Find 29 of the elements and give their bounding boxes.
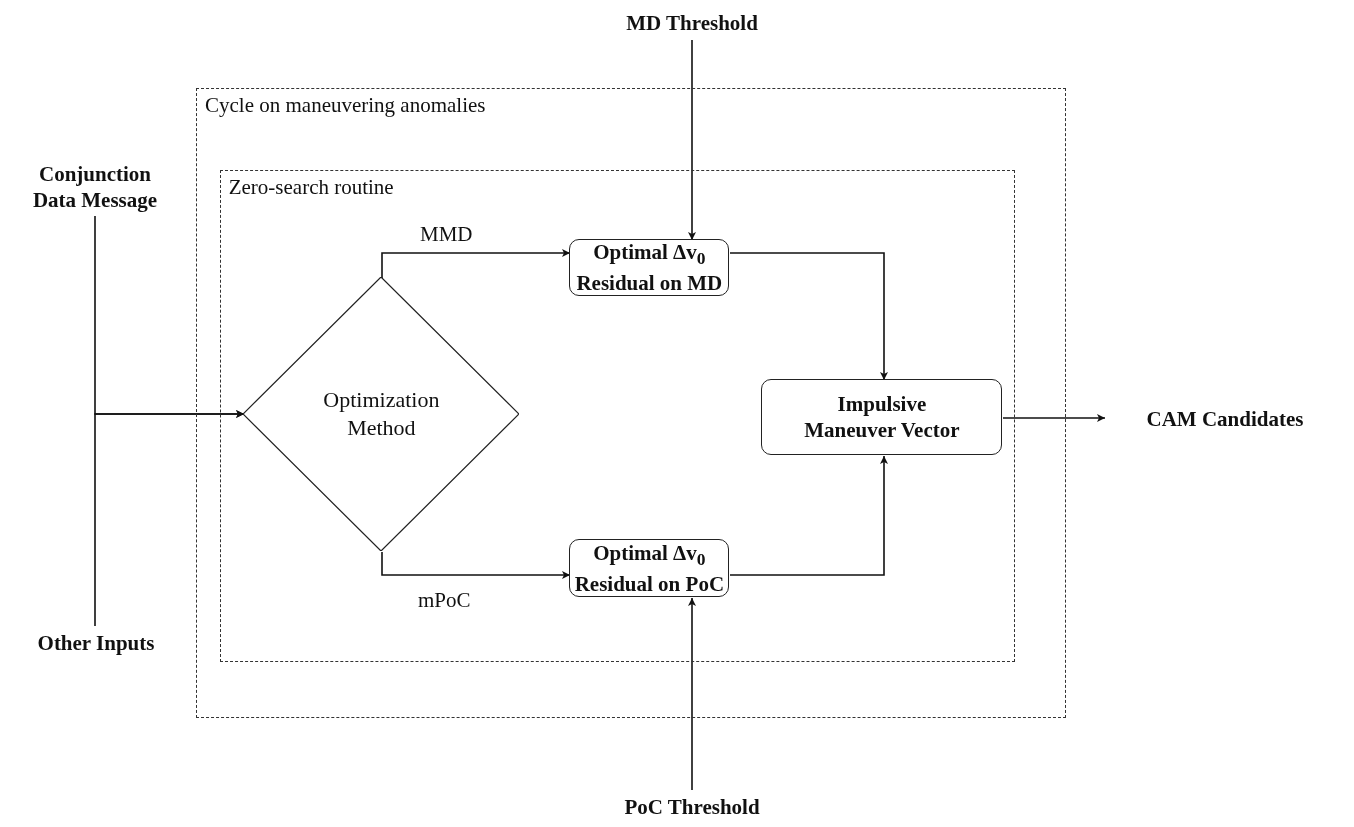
io-label: MD Threshold <box>626 9 758 37</box>
arrow <box>94 410 245 627</box>
process-box <box>569 539 730 598</box>
process-box <box>569 239 730 297</box>
dashed-group-frame <box>219 169 1015 662</box>
group-title: Zero-search routine <box>228 174 394 199</box>
decision-text: Optimization Method <box>322 385 441 443</box>
io-label: PoC Threshold <box>624 793 760 821</box>
box-text: Residual on PoC <box>574 570 725 598</box>
process-box <box>761 379 1003 456</box>
arrow <box>381 551 571 579</box>
dashed-group-frame <box>196 88 1066 718</box>
arrow <box>381 249 571 279</box>
arrow <box>1002 414 1106 422</box>
box-text: Residual on MD <box>576 270 723 297</box>
arrow <box>688 597 696 791</box>
box-text: Impulsive Maneuver Vector <box>803 391 961 444</box>
edge-label: mPoC <box>418 588 471 613</box>
io-label: CAM Candidates <box>1146 405 1304 433</box>
arrow <box>729 252 888 381</box>
box-text: Optimal Δv$_{0}$ <box>593 539 706 571</box>
box-text: Optimal Δv$_{0}$ <box>593 239 706 271</box>
group-title: Cycle on maneuvering anomalies <box>205 93 486 117</box>
arrow <box>688 39 696 241</box>
io-label: Conjunction Data Message <box>31 160 159 214</box>
arrow <box>729 455 888 576</box>
decision-diamond <box>243 277 520 552</box>
io-label: Other Inputs <box>37 629 155 657</box>
edge-label: MMD <box>420 222 473 247</box>
